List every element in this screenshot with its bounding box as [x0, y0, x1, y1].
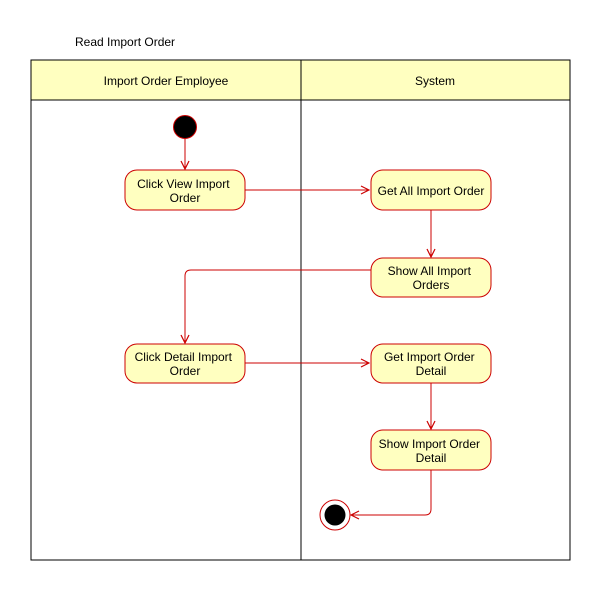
edge-show-all-to-click-detail: [185, 269, 371, 343]
action-label-line: Order: [170, 364, 201, 378]
action-label: Click View Import Order: [137, 177, 233, 205]
initial-node: [173, 115, 197, 139]
action-box: [370, 169, 492, 211]
action-label: Get Import Order Detail: [384, 350, 478, 378]
action-box: [370, 343, 492, 384]
action-label-line: Detail: [416, 364, 447, 378]
action-label-line: Click Detail Import: [135, 350, 233, 364]
action-get-all-import-order: Get All Import Order: [370, 169, 492, 211]
action-box: [370, 429, 492, 471]
final-node: [319, 499, 351, 531]
action-label-line: Get Import Order: [384, 350, 475, 364]
lane-label-employee: Import Order Employee: [104, 74, 229, 88]
action-show-all-import-orders: Show All Import Orders: [370, 257, 492, 298]
action-label-line: Click View Import: [137, 177, 230, 191]
diagram-title: Read Import Order: [75, 35, 175, 49]
action-label-line: Detail: [416, 451, 447, 465]
action-click-detail-import-order: Click Detail Import Order: [124, 343, 246, 384]
swimlane-pool: Import Order Employee System: [30, 59, 571, 561]
action-label: Click Detail Import Order: [135, 350, 236, 378]
action-label: Show Import Order Detail: [379, 437, 484, 465]
action-label-line: Show Import Order: [379, 437, 480, 451]
action-label-line: Order: [170, 191, 201, 205]
lane-header-employee: [30, 59, 302, 101]
lane-label-system: System: [415, 74, 455, 88]
action-label-line: Show All Import: [388, 264, 472, 278]
action-label: Get All Import Order: [378, 184, 485, 198]
action-box: [124, 343, 246, 384]
lane-header-system: [300, 59, 571, 101]
action-label: Show All Import Orders: [388, 264, 475, 292]
final-node-core: [324, 504, 346, 526]
action-click-view-import-order: Click View Import Order: [124, 169, 246, 211]
action-label-line: Orders: [413, 278, 450, 292]
action-get-import-order-detail: Get Import Order Detail: [370, 343, 492, 384]
action-box: [124, 169, 246, 211]
action-show-import-order-detail: Show Import Order Detail: [370, 429, 492, 471]
edges: [185, 139, 431, 515]
action-box: [370, 257, 492, 298]
edge-show-detail-to-end: [351, 470, 432, 515]
action-label-line: Get All Import Order: [378, 184, 485, 198]
